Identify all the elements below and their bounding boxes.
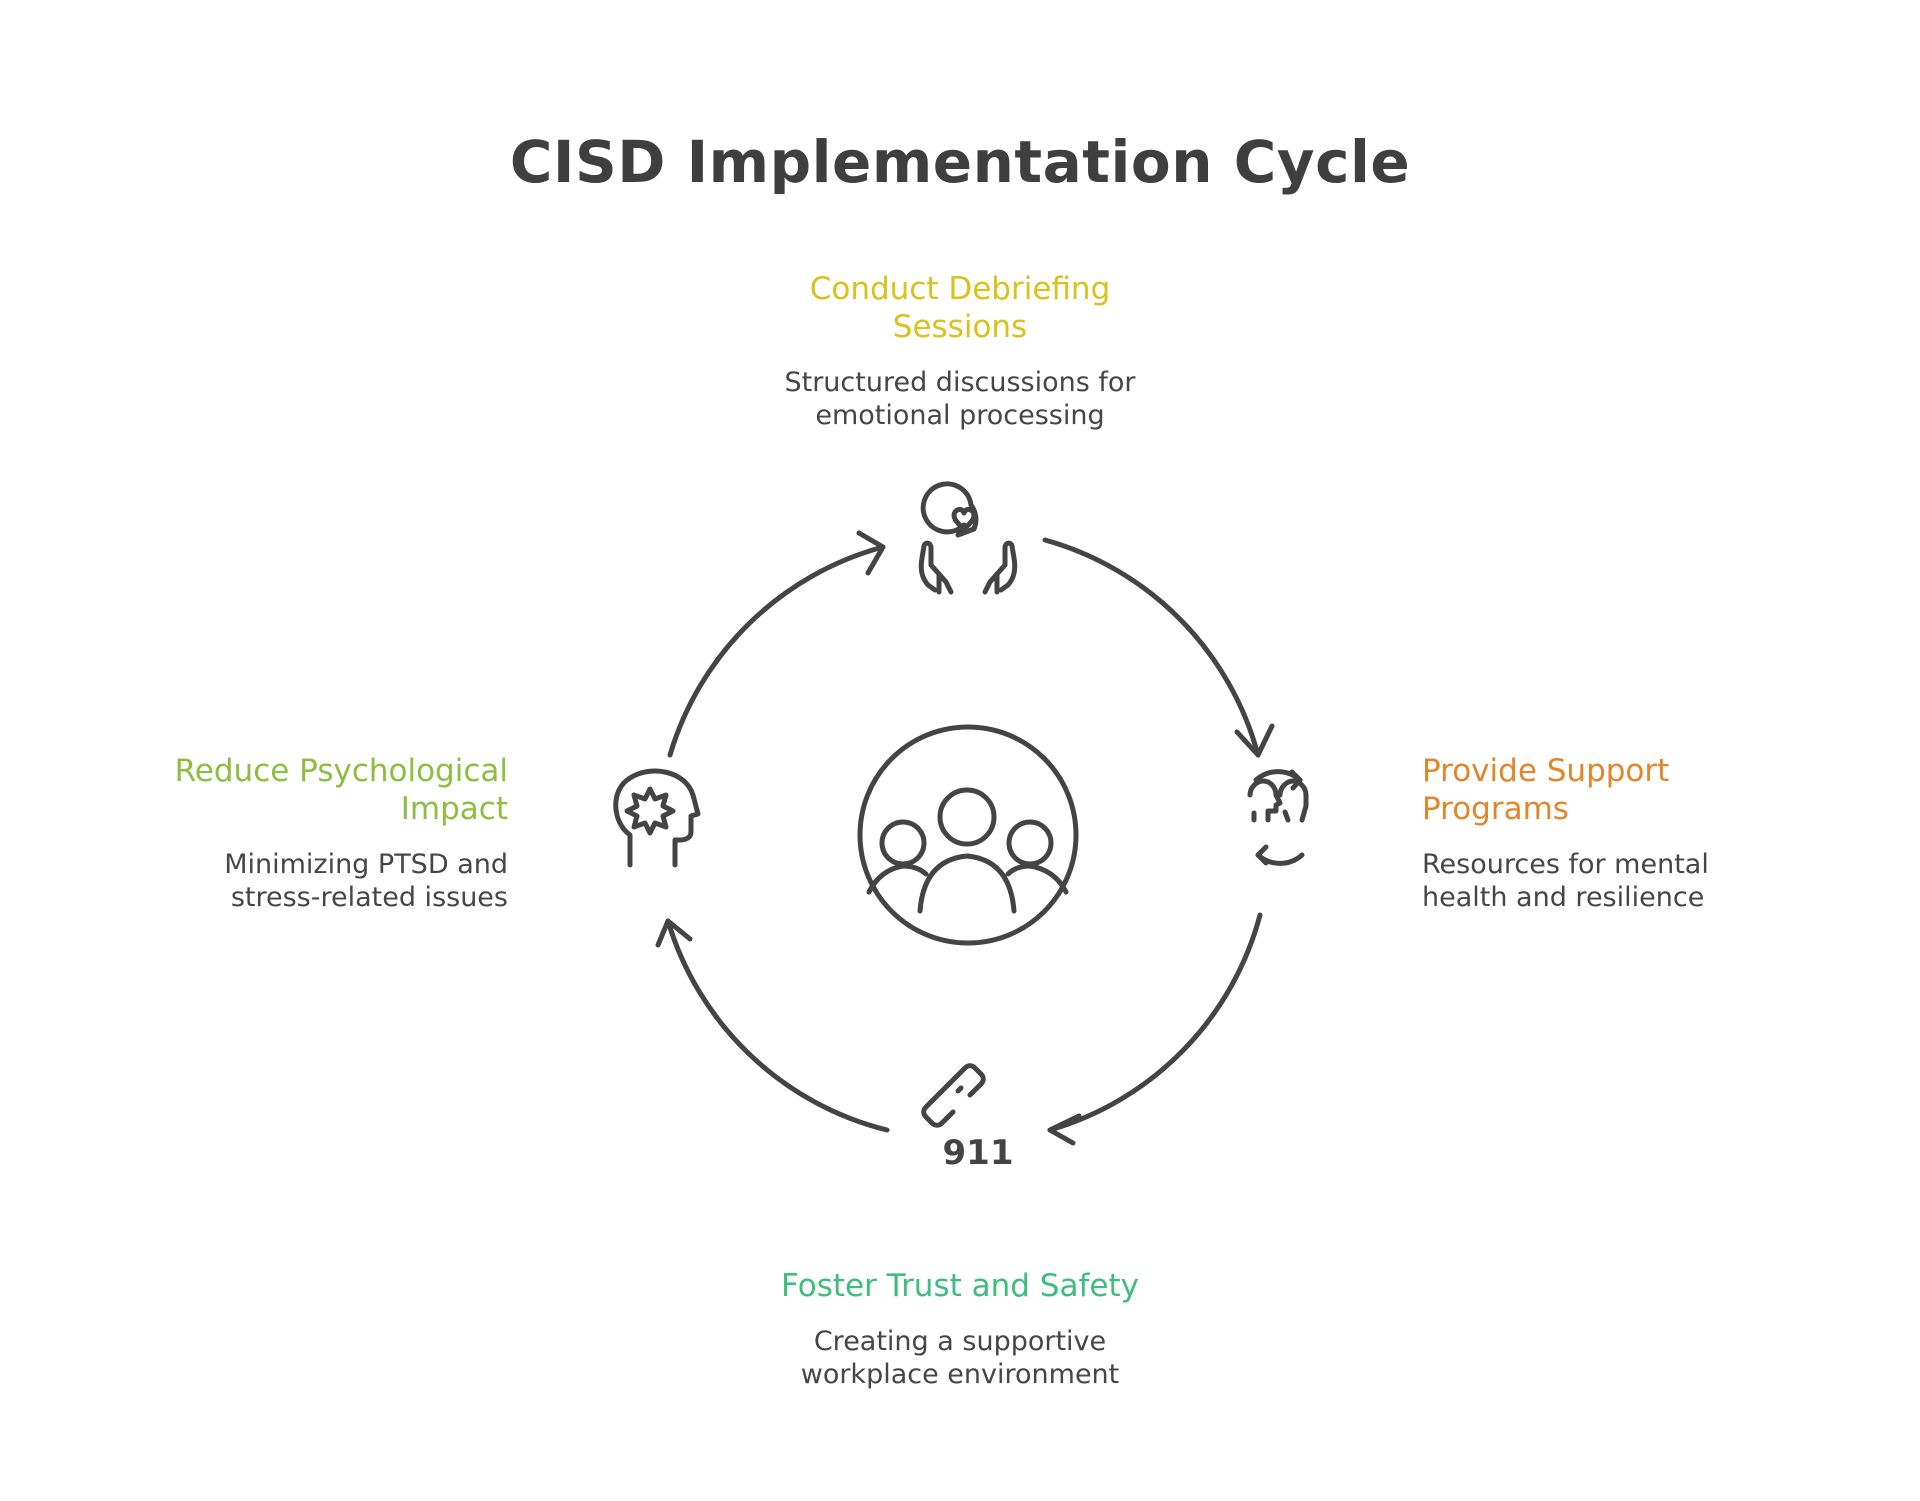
diagram-title: CISD Implementation Cycle [509,128,1411,196]
head-with-stress-burst-icon [613,768,701,868]
stage-description: Minimizing PTSD and stress-related issue… [108,848,508,914]
stage-description-line: Creating a supportive [813,1326,1107,1357]
stage-description-line: Minimizing PTSD and [224,849,508,880]
cycle-arrow-top-right [1042,537,1261,758]
stage-description-line: workplace environment [800,1359,1120,1390]
stage-heading-line: Foster Trust and Safety [781,1268,1139,1304]
stage-description-line: Structured discussions for [784,367,1136,398]
stage-heading: Provide Support Programs [1422,752,1822,828]
arrow-head-top-right [1234,723,1275,758]
cycle-arrow-bottom-left [665,918,890,1133]
stage-conduct-debriefing: Conduct Debriefing Sessions Structured d… [660,270,1260,432]
two-heads-exchange-icon [1247,769,1309,866]
cycle-arrow-left-top [667,544,886,758]
stage-heading: Conduct Debriefing Sessions [660,270,1260,346]
stage-heading: Reduce Psychological Impact [108,752,508,828]
stage-heading-line: Provide Support [1422,753,1670,789]
arrow-head-right-bottom [1047,1113,1082,1146]
stage-heading: Foster Trust and Safety [660,1267,1260,1305]
stage-foster-trust: Foster Trust and Safety Creating a suppo… [660,1267,1260,1391]
arrow-head-bottom-left [655,918,693,948]
stage-heading-line: Conduct Debriefing [809,271,1111,307]
stage-provide-support: Provide Support Programs Resources for m… [1422,752,1822,914]
group-of-people-icon [857,724,1079,946]
stage-heading-line: Sessions [892,309,1028,345]
arrow-head-left-top [856,530,886,576]
stage-heading-line: Impact [400,791,508,827]
stage-description: Creating a supportive workplace environm… [660,1325,1260,1391]
stage-description-line: health and resilience [1422,882,1705,913]
cycle-arrow-right-bottom [1047,912,1263,1133]
stage-description-line: Resources for mental [1422,849,1709,880]
stage-description-line: stress-related issues [230,882,508,913]
stage-description: Resources for mental health and resilien… [1422,848,1822,914]
stage-description: Structured discussions for emotional pro… [660,366,1260,432]
stage-heading-line: Programs [1422,791,1569,827]
hands-with-heart-speech-bubble-icon [918,481,1018,595]
phone-911-icon [921,1063,986,1128]
stage-reduce-impact: Reduce Psychological Impact Minimizing P… [108,752,508,914]
stage-heading-line: Reduce Psychological [174,753,508,789]
phone-911-label: 911 [943,1133,1014,1173]
stage-description-line: emotional processing [815,400,1105,431]
